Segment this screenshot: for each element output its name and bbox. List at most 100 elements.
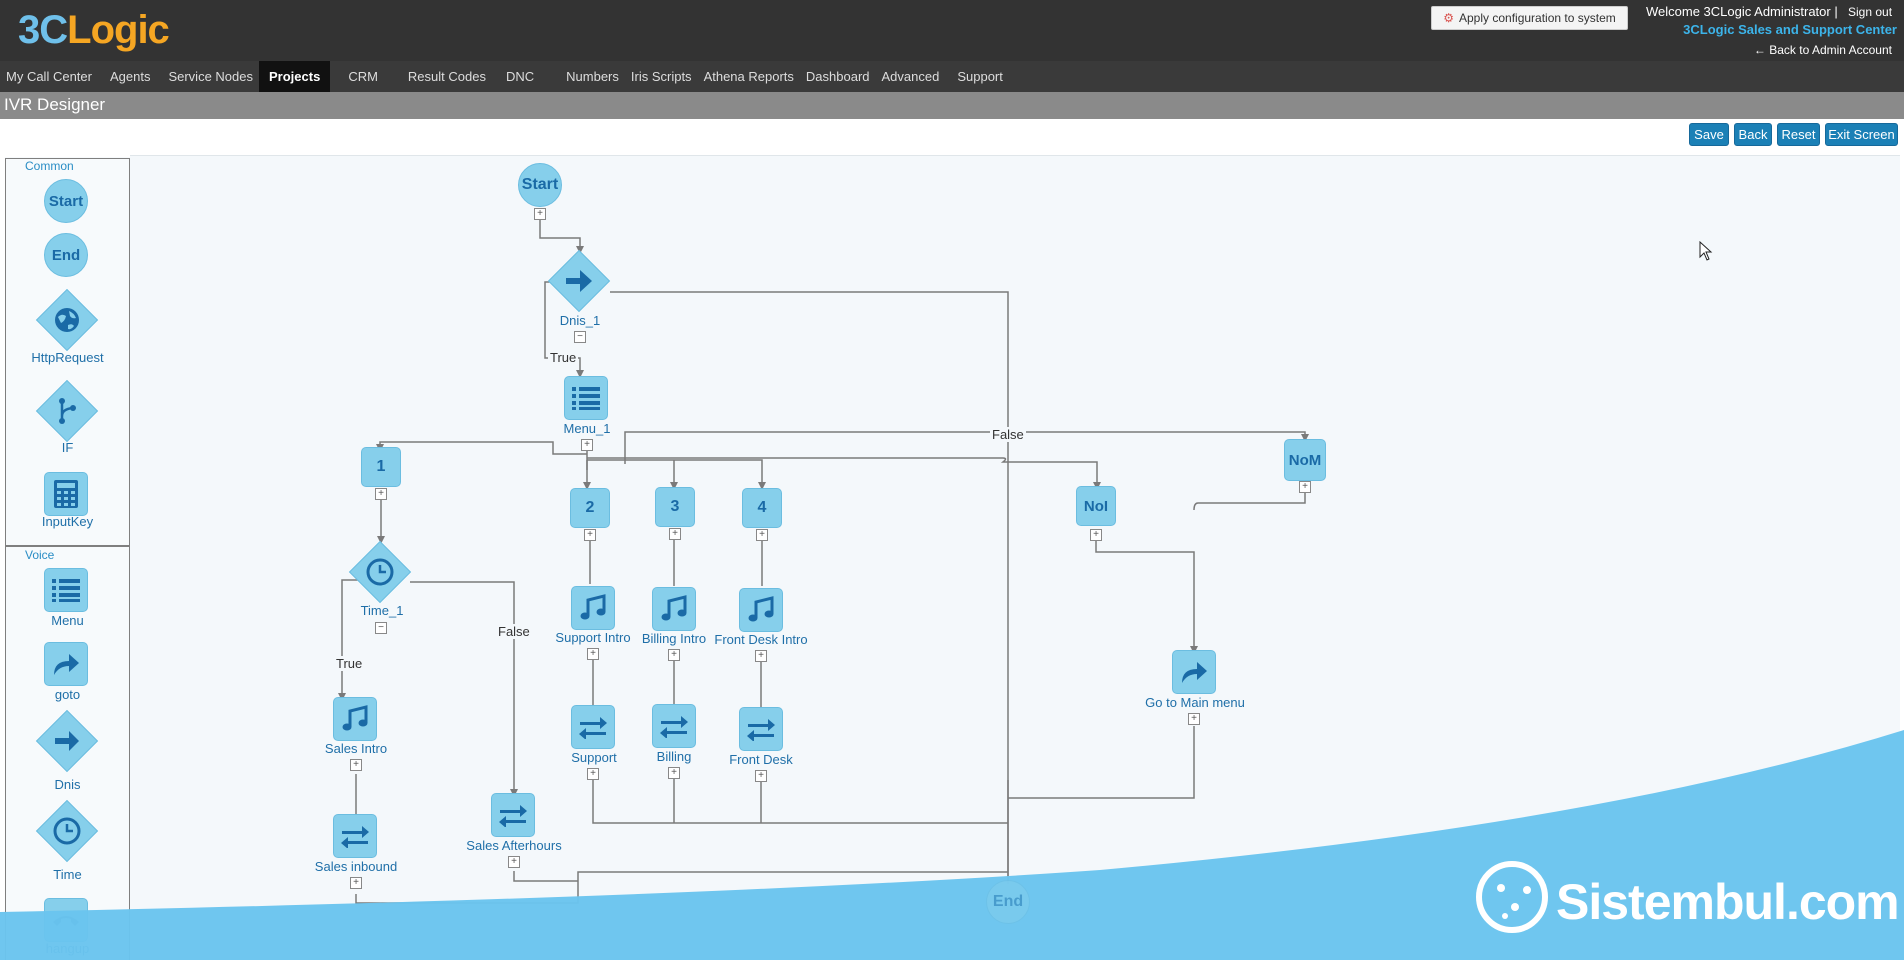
reset-button[interactable]: Reset bbox=[1777, 123, 1820, 146]
mouse-pointer-icon bbox=[1699, 241, 1713, 261]
palette-common-section bbox=[5, 158, 130, 546]
gears-icon: ⚙ bbox=[1443, 11, 1454, 25]
no-match-node[interactable]: NoM bbox=[1284, 439, 1326, 481]
billing-transfer-node[interactable] bbox=[652, 704, 696, 748]
sign-out-link[interactable]: Sign out bbox=[1848, 5, 1893, 19]
menu-option-3-node[interactable]: 3 bbox=[655, 487, 695, 527]
nav-dashboard[interactable]: Dashboard bbox=[805, 69, 870, 84]
billing-transfer-label: Billing bbox=[656, 749, 692, 764]
goto-main-menu-label: Go to Main menu bbox=[1145, 695, 1245, 710]
call-center-name: 3CLogic Sales and Support Center bbox=[1683, 22, 1897, 37]
sales-intro-label: Sales Intro bbox=[324, 741, 388, 756]
option-2-expand-toggle[interactable]: + bbox=[584, 529, 596, 541]
option-4-expand-toggle[interactable]: + bbox=[756, 529, 768, 541]
billing-intro-node[interactable] bbox=[652, 587, 696, 631]
transfer-icon bbox=[341, 826, 369, 848]
palette-menu-node[interactable] bbox=[44, 568, 88, 612]
flow-end-node[interactable]: End bbox=[986, 880, 1030, 924]
no-input-expand-toggle[interactable]: + bbox=[1090, 529, 1102, 541]
time-true-edge-label: True bbox=[334, 656, 365, 671]
option-3-expand-toggle[interactable]: + bbox=[669, 528, 681, 540]
sales-afterhours-node[interactable] bbox=[491, 793, 535, 837]
palette-inputkey-label: InputKey bbox=[41, 514, 94, 529]
menu-option-4-node[interactable]: 4 bbox=[742, 488, 782, 528]
time-1-collapse-toggle[interactable]: − bbox=[375, 622, 387, 634]
logo-part-logic: Logic bbox=[67, 8, 170, 52]
front-desk-transfer-expand-toggle[interactable]: + bbox=[755, 770, 767, 782]
transfer-icon bbox=[499, 805, 527, 827]
billing-intro-expand-toggle[interactable]: + bbox=[668, 649, 680, 661]
nav-result-codes[interactable]: Result Codes bbox=[407, 69, 486, 84]
palette-end-node[interactable]: End bbox=[44, 233, 88, 277]
palette-common-title: Common bbox=[25, 159, 74, 173]
nav-dnc[interactable]: DNC bbox=[505, 69, 535, 84]
page-title: IVR Designer bbox=[4, 95, 106, 114]
palette-goto-node[interactable] bbox=[44, 642, 88, 686]
globe-icon bbox=[36, 289, 98, 351]
front-desk-intro-expand-toggle[interactable]: + bbox=[755, 650, 767, 662]
palette-voice-title: Voice bbox=[25, 548, 55, 562]
palette-start-node[interactable]: Start bbox=[44, 179, 88, 223]
dnis-true-edge-label: True bbox=[548, 350, 579, 365]
back-button[interactable]: Back bbox=[1734, 123, 1772, 146]
menu-option-1-node[interactable]: 1 bbox=[361, 447, 401, 487]
dnis-1-collapse-toggle[interactable]: − bbox=[574, 331, 586, 343]
save-button[interactable]: Save bbox=[1689, 123, 1729, 146]
dnis-1-label: Dnis_1 bbox=[559, 313, 601, 328]
list-icon bbox=[52, 579, 80, 602]
sales-intro-node[interactable] bbox=[333, 697, 377, 741]
goto-main-menu-node[interactable] bbox=[1172, 650, 1216, 694]
support-intro-label: Support Intro bbox=[555, 630, 631, 645]
nav-iris-scripts[interactable]: Iris Scripts bbox=[630, 69, 692, 84]
no-match-expand-toggle[interactable]: + bbox=[1299, 481, 1311, 493]
arrow-right-icon bbox=[548, 250, 610, 312]
nav-crm[interactable]: CRM bbox=[348, 69, 378, 84]
sales-inbound-expand-toggle[interactable]: + bbox=[350, 877, 362, 889]
music-note-icon bbox=[580, 594, 606, 620]
front-desk-transfer-node[interactable] bbox=[739, 707, 783, 751]
support-intro-node[interactable] bbox=[571, 586, 615, 630]
nav-projects[interactable]: Projects bbox=[259, 61, 331, 92]
front-desk-intro-node[interactable] bbox=[739, 588, 783, 632]
palette-inputkey-node[interactable] bbox=[44, 472, 88, 516]
start-expand-toggle[interactable]: + bbox=[534, 208, 546, 220]
sales-inbound-node[interactable] bbox=[333, 814, 377, 858]
exit-screen-button[interactable]: Exit Screen bbox=[1825, 123, 1898, 146]
nav-service-nodes[interactable]: Service Nodes bbox=[168, 69, 253, 84]
nav-athena-reports[interactable]: Athena Reports bbox=[703, 69, 794, 84]
goto-main-menu-expand-toggle[interactable]: + bbox=[1188, 713, 1200, 725]
menu-option-2-node[interactable]: 2 bbox=[570, 488, 610, 528]
back-to-admin-link[interactable]: ← Back to Admin Account bbox=[1753, 43, 1892, 57]
clock-icon bbox=[349, 541, 411, 603]
support-transfer-expand-toggle[interactable]: + bbox=[587, 768, 599, 780]
watermark-text: Sistembul.com bbox=[1556, 874, 1900, 930]
share-arrow-icon bbox=[1182, 662, 1207, 683]
palette-if-label: IF bbox=[61, 440, 74, 455]
dnis-false-edge-label: False bbox=[990, 427, 1026, 442]
sales-intro-expand-toggle[interactable]: + bbox=[350, 759, 362, 771]
front-desk-transfer-label: Front Desk bbox=[729, 752, 793, 767]
logo-part-3c: 3C bbox=[18, 8, 68, 52]
nav-support[interactable]: Support bbox=[957, 69, 1003, 84]
sales-inbound-label: Sales inbound bbox=[314, 859, 398, 874]
menu-1-node[interactable] bbox=[564, 376, 608, 420]
nav-agents[interactable]: Agents bbox=[109, 69, 151, 84]
3clogic-logo[interactable]: 3CLogic bbox=[18, 6, 178, 54]
billing-transfer-expand-toggle[interactable]: + bbox=[668, 767, 680, 779]
apply-configuration-button[interactable]: ⚙ Apply configuration to system bbox=[1431, 6, 1628, 30]
calculator-icon bbox=[54, 480, 78, 508]
menu-1-label: Menu_1 bbox=[563, 421, 611, 436]
menu-1-expand-toggle[interactable]: + bbox=[581, 439, 593, 451]
support-intro-expand-toggle[interactable]: + bbox=[587, 648, 599, 660]
option-1-expand-toggle[interactable]: + bbox=[375, 488, 387, 500]
nav-numbers[interactable]: Numbers bbox=[566, 69, 619, 84]
no-input-node[interactable]: NoI bbox=[1076, 486, 1116, 526]
sales-afterhours-expand-toggle[interactable]: + bbox=[508, 856, 520, 868]
welcome-text: Welcome 3CLogic Administrator | bbox=[1646, 4, 1838, 19]
support-transfer-node[interactable] bbox=[571, 705, 615, 749]
nav-my-call-center[interactable]: My Call Center bbox=[6, 69, 92, 84]
billing-intro-label: Billing Intro bbox=[641, 631, 707, 646]
nav-advanced[interactable]: Advanced bbox=[881, 69, 940, 84]
flow-start-node[interactable]: Start bbox=[518, 163, 562, 207]
